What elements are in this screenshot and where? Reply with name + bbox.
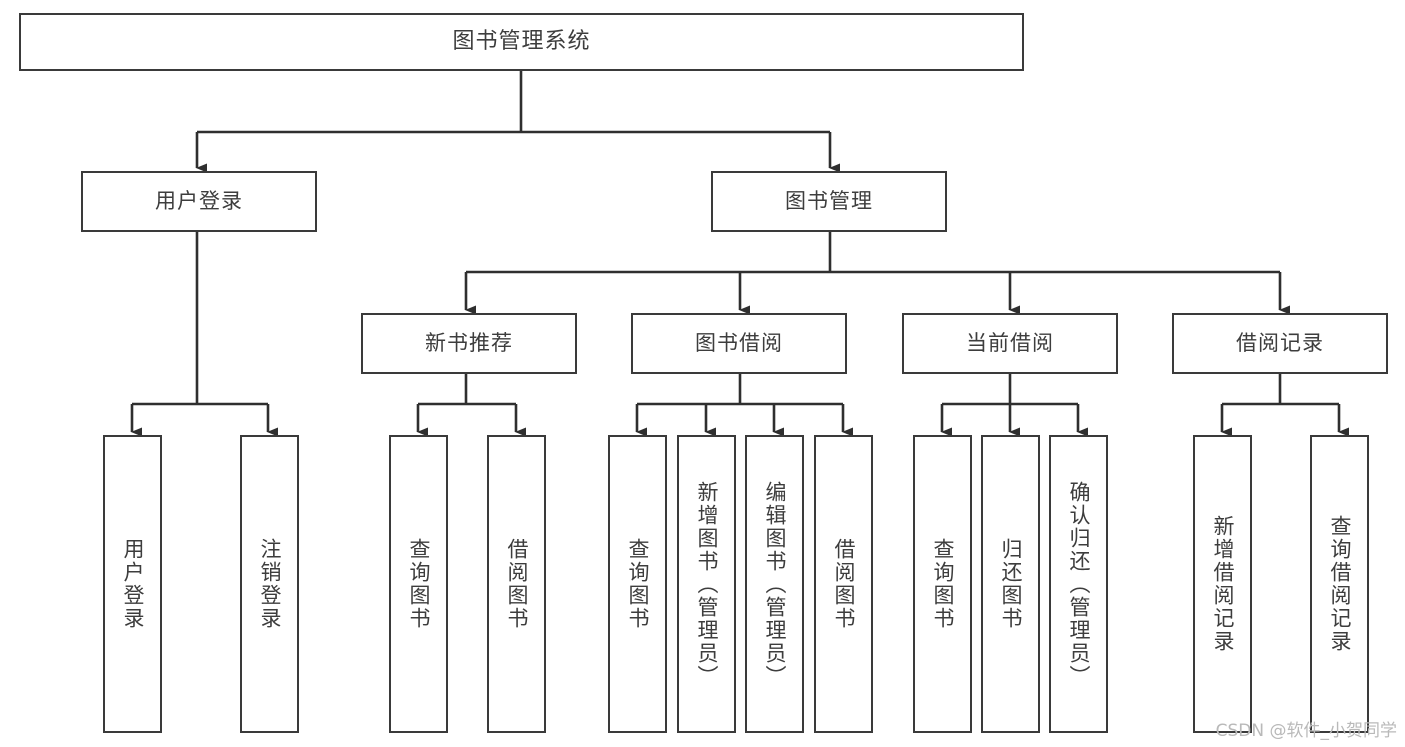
leaf-current-borrow-return-book[interactable]: 归还图书 [981, 435, 1040, 733]
leaf-current-borrow-query-book[interactable]: 查询图书 [913, 435, 972, 733]
node-current-borrow[interactable]: 当前借阅 [902, 313, 1118, 374]
node-label: 注销登录 [258, 538, 282, 630]
node-borrow-record[interactable]: 借阅记录 [1172, 313, 1388, 374]
node-label: 当前借阅 [966, 330, 1054, 355]
node-book-borrow[interactable]: 图书借阅 [631, 313, 847, 374]
node-label: 查询借阅记录 [1328, 515, 1352, 653]
node-label: 编辑图书（管理员） [763, 480, 787, 688]
node-label: 图书借阅 [695, 330, 783, 355]
leaf-borrow-record-add-record[interactable]: 新增借阅记录 [1193, 435, 1252, 733]
leaf-current-borrow-confirm-return-admin[interactable]: 确认归还（管理员） [1049, 435, 1108, 733]
node-label: 查询图书 [931, 538, 955, 630]
node-book-management[interactable]: 图书管理 [711, 171, 947, 232]
watermark-text: CSDN @软件_小贺同学 [1215, 721, 1397, 741]
leaf-borrow-record-query-record[interactable]: 查询借阅记录 [1310, 435, 1369, 733]
leaf-new-book-query-book[interactable]: 查询图书 [389, 435, 448, 733]
node-label: 借阅记录 [1236, 330, 1324, 355]
leaf-book-borrow-query-book[interactable]: 查询图书 [608, 435, 667, 733]
node-label: 新增借阅记录 [1211, 515, 1235, 653]
leaf-book-borrow-add-book-admin[interactable]: 新增图书（管理员） [677, 435, 736, 733]
leaf-user-login-login[interactable]: 用户登录 [103, 435, 162, 733]
node-label: 图书管理 [785, 188, 873, 213]
node-label: 借阅图书 [832, 538, 856, 630]
leaf-book-borrow-borrow-book[interactable]: 借阅图书 [814, 435, 873, 733]
node-label: 查询图书 [626, 538, 650, 630]
node-label: 查询图书 [407, 538, 431, 630]
node-label: 借阅图书 [505, 538, 529, 630]
leaf-book-borrow-edit-book-admin[interactable]: 编辑图书（管理员） [745, 435, 804, 733]
node-root-book-management-system[interactable]: 图书管理系统 [19, 13, 1024, 71]
node-label: 用户登录 [155, 188, 243, 213]
node-label: 归还图书 [999, 538, 1023, 630]
node-label: 新增图书（管理员） [695, 480, 719, 688]
node-label: 图书管理系统 [452, 28, 591, 54]
node-label: 确认归还（管理员） [1067, 480, 1091, 688]
node-label: 新书推荐 [425, 330, 513, 355]
node-new-book-recommend[interactable]: 新书推荐 [361, 313, 577, 374]
leaf-user-login-logout[interactable]: 注销登录 [240, 435, 299, 733]
node-user-login[interactable]: 用户登录 [81, 171, 317, 232]
node-label: 用户登录 [121, 538, 145, 630]
leaf-new-book-borrow-book[interactable]: 借阅图书 [487, 435, 546, 733]
